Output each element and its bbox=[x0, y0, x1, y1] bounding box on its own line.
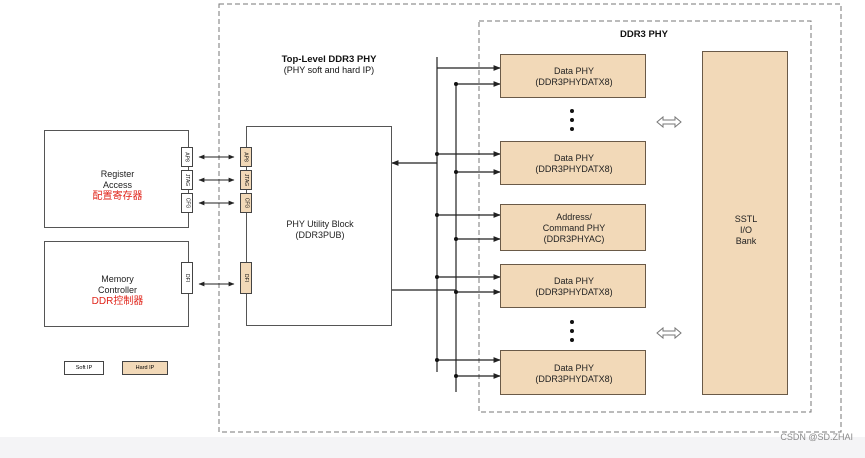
register-access-cn: 配置寄存器 bbox=[92, 191, 143, 202]
port-jtag-right: JTAG bbox=[240, 170, 252, 190]
sstl-io-bank: SSTL I/O Bank bbox=[702, 51, 788, 395]
bottom-bar bbox=[0, 437, 865, 458]
memory-controller-label: Memory Controller DDR控制器 bbox=[45, 274, 190, 307]
register-access-label: Register Access 配置寄存器 bbox=[45, 169, 190, 202]
phy-title: Top-Level DDR3 PHY (PHY soft and hard IP… bbox=[244, 54, 414, 75]
data-phy-2: Data PHY (DDR3PHYDATX8) bbox=[500, 141, 646, 185]
ellipsis-dot bbox=[570, 127, 574, 131]
watermark: CSDN @SD.ZHAI bbox=[780, 432, 853, 442]
phy-title-line2: (PHY soft and hard IP) bbox=[283, 65, 375, 75]
ellipsis-dot bbox=[570, 320, 574, 324]
ellipsis-dot bbox=[570, 329, 574, 333]
port-ap8-left: AP8 bbox=[181, 147, 193, 167]
port-ap8-right: AP8 bbox=[240, 147, 252, 167]
phy-utility-block: PHY Utility Block (DDR3PUB) bbox=[246, 126, 392, 326]
phy-utility-label: PHY Utility Block (DDR3PUB) bbox=[286, 219, 354, 240]
ddr3-phy-frame bbox=[478, 20, 812, 413]
port-dfi-left: DFI bbox=[181, 262, 193, 294]
memory-controller-box: Memory Controller DDR控制器 bbox=[44, 241, 189, 327]
port-cfg-right: CFG bbox=[240, 193, 252, 213]
top-level-frame bbox=[218, 3, 842, 433]
port-cfg-left: CFG bbox=[181, 193, 193, 213]
double-arrow-icon bbox=[656, 326, 682, 340]
phy-title-line1: Top-Level DDR3 PHY bbox=[281, 54, 377, 65]
port-jtag-left: JTAG bbox=[181, 170, 193, 190]
double-arrow-icon bbox=[656, 115, 682, 129]
ellipsis-dot bbox=[570, 338, 574, 342]
legend-hard-ip: Hard IP bbox=[122, 361, 168, 375]
legend-soft-ip: Soft IP bbox=[64, 361, 104, 375]
memory-controller-cn: DDR控制器 bbox=[91, 296, 144, 307]
ddr3-phy-label: DDR3 PHY bbox=[619, 29, 669, 40]
data-phy-4: Data PHY (DDR3PHYDATX8) bbox=[500, 350, 646, 395]
data-phy-3: Data PHY (DDR3PHYDATX8) bbox=[500, 264, 646, 308]
ellipsis-dot bbox=[570, 109, 574, 113]
register-access-box: Register Access 配置寄存器 bbox=[44, 130, 189, 228]
data-phy-1: Data PHY (DDR3PHYDATX8) bbox=[500, 54, 646, 98]
port-dfi-right: DFI bbox=[240, 262, 252, 294]
address-command-phy: Address/ Command PHY (DDR3PHYAC) bbox=[500, 204, 646, 251]
ellipsis-dot bbox=[570, 118, 574, 122]
